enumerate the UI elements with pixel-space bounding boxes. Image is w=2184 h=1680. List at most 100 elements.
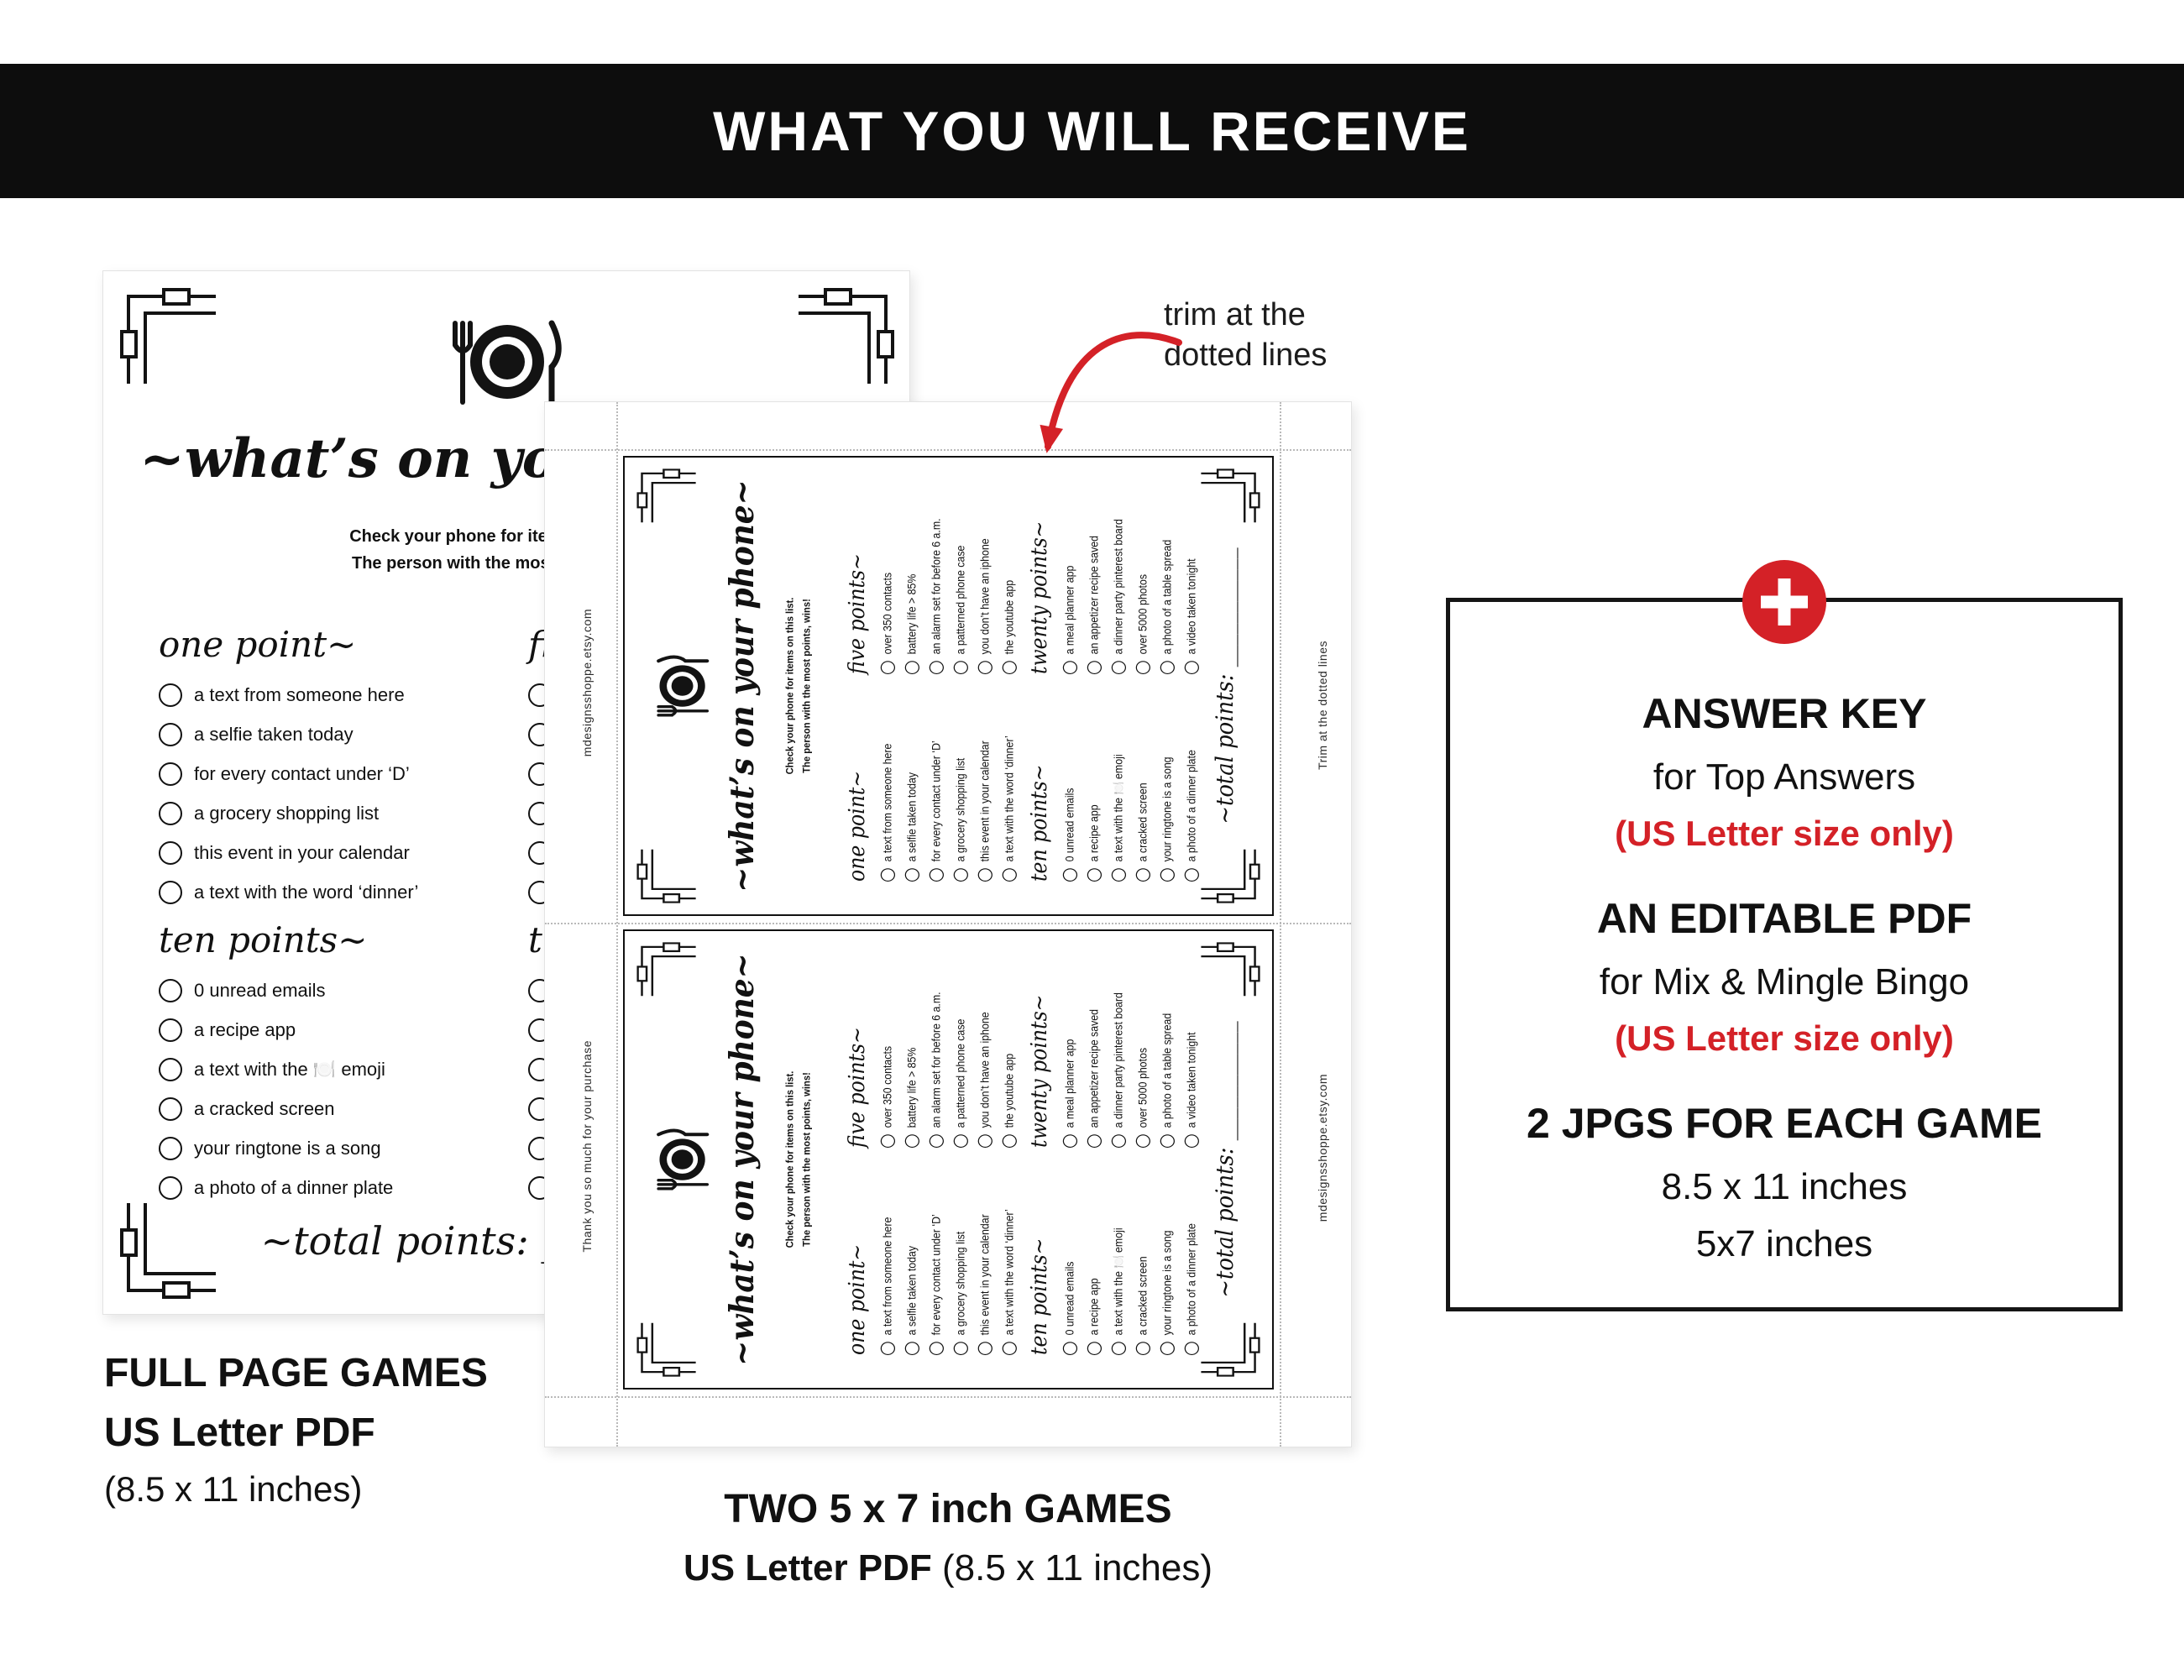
two-up-caption: TWO 5 x 7 inch GAMES US Letter PDF (8.5 … xyxy=(544,1486,1352,1589)
checklist-item: a text with the word ‘dinner’ xyxy=(159,881,516,904)
full-page-caption-line3: (8.5 x 11 inches) xyxy=(104,1469,363,1509)
thank-you-text: Thank you so much for your purchase xyxy=(580,1040,594,1253)
checklist-item: a selfie taken today xyxy=(159,723,516,746)
checkbox-circle-icon xyxy=(1087,1342,1102,1355)
game-instructions: Check your phone for items on this list.… xyxy=(782,933,814,1386)
checklist-item-label: 0 unread emails xyxy=(194,980,326,1001)
checklist-item: your ringtone is a song xyxy=(1160,681,1175,882)
checklist-item: you don’t have an iphone xyxy=(977,947,992,1148)
checklist-item: an appetizer recipe saved xyxy=(1087,947,1102,1148)
checkbox-circle-icon xyxy=(880,661,896,674)
checkbox-circle-icon xyxy=(1135,1134,1150,1148)
checklist-item-label: this event in your calendar xyxy=(194,842,410,863)
section-ten-points: ten points~ 0 unread emails a recipe app… xyxy=(1026,1154,1209,1355)
five-by-seven-game-card: ~what’s on your phone~ Check your phone … xyxy=(616,923,1281,1396)
checkbox-circle-icon xyxy=(929,661,944,674)
checklist-item-label: a text with the 🍽️ emoji xyxy=(1112,754,1125,862)
two-up-games-mockup: mdesignsshoppe.etsy.com Thank you so muc… xyxy=(544,401,1352,1447)
game-instructions-line1: Check your phone for items on this list. xyxy=(784,597,796,775)
place-setting-corner-ornament-icon xyxy=(636,848,698,903)
two-up-caption-line2-rest: (8.5 x 11 inches) xyxy=(931,1547,1213,1588)
game-title: ~what’s on your phone~ xyxy=(722,953,762,1366)
checkbox-circle-icon xyxy=(1184,868,1199,882)
answer-key-size-note: (US Letter size only) xyxy=(1615,814,1954,853)
checklist-item: a photo of a table spread xyxy=(1160,474,1175,674)
checklist-item-label: an appetizer recipe saved xyxy=(1087,1008,1101,1128)
checkbox-circle-icon xyxy=(1111,1342,1127,1355)
checklist-item: for every contact under ‘D’ xyxy=(929,681,944,882)
checklist-item: a photo of a dinner plate xyxy=(1184,681,1199,882)
checkbox-circle-icon xyxy=(1160,1342,1175,1355)
checkbox-circle-icon xyxy=(977,661,992,674)
trim-line xyxy=(616,402,618,1447)
checkbox-circle-icon xyxy=(977,1342,992,1355)
checklist-item-label: you don’t have an iphone xyxy=(978,1012,992,1128)
checkbox-circle-icon xyxy=(1160,1134,1175,1148)
trim-line xyxy=(545,923,1351,924)
checklist-item: a recipe app xyxy=(159,1018,516,1042)
trim-line xyxy=(545,449,1351,451)
trim-annotation-line1: trim at the xyxy=(1164,297,1306,332)
checklist-item: your ringtone is a song xyxy=(1160,1154,1175,1355)
checklist-item: over 350 contacts xyxy=(880,474,896,674)
total-points-label: ~total points: ___________ xyxy=(1210,1021,1239,1298)
checklist-item: a text with the 🍽️ emoji xyxy=(1111,681,1127,882)
checklist-item: a photo of a table spread xyxy=(1160,947,1175,1148)
checklist-item: over 5000 photos xyxy=(1135,474,1150,674)
checkbox-circle-icon xyxy=(880,1134,896,1148)
checklist-item-label: a dinner party pinterest board xyxy=(1112,992,1125,1128)
checkbox-circle-icon xyxy=(159,1176,182,1200)
checklist-item-label: a patterned phone case xyxy=(954,1018,967,1128)
checklist-item: for every contact under ‘D’ xyxy=(929,1154,944,1355)
checklist: a meal planner app an appetizer recipe s… xyxy=(1062,474,1199,674)
checklist-item-label: for every contact under ‘D’ xyxy=(194,763,410,784)
checklist-item: a text with the 🍽️ emoji xyxy=(1111,1154,1127,1355)
checkbox-circle-icon xyxy=(1002,661,1017,674)
section-ten-points: ten points~ 0 unread emails a recipe app… xyxy=(159,919,516,1216)
checklist-item-label: a text with the word ‘dinner’ xyxy=(1003,735,1016,862)
checklist-item-label: a photo of a dinner plate xyxy=(1185,1223,1198,1336)
checkbox-circle-icon xyxy=(1087,868,1102,882)
section-heading: five points~ xyxy=(843,553,870,674)
checklist-item: you don’t have an iphone xyxy=(977,474,992,674)
checklist-item: 0 unread emails xyxy=(1062,681,1078,882)
section-twenty-points: twenty points~ a meal planner app an app… xyxy=(1026,474,1209,674)
editable-pdf-subtext: for Mix & Mingle Bingo xyxy=(1599,961,1970,1002)
checkbox-circle-icon xyxy=(929,1134,944,1148)
checkbox-circle-icon xyxy=(159,683,182,707)
section-five-points: five points~ over 350 contacts battery l… xyxy=(844,947,1027,1148)
checklist-item-label: battery life > 85% xyxy=(905,573,919,655)
section-twenty-points: twenty points~ a meal planner app an app… xyxy=(1026,947,1209,1148)
full-page-caption: FULL PAGE GAMES US Letter PDF (8.5 x 11 … xyxy=(104,1350,488,1510)
checklist-item-label: a selfie taken today xyxy=(905,772,919,862)
place-setting-corner-ornament-icon xyxy=(1199,1321,1260,1377)
checklist-item: 0 unread emails xyxy=(159,979,516,1002)
checklist-item: an alarm set for before 6 a.m. xyxy=(929,947,944,1148)
checklist: 0 unread emails a recipe app a text with… xyxy=(1062,1154,1199,1355)
checkbox-circle-icon xyxy=(977,868,992,882)
trim-annotation: trim at the dotted lines xyxy=(1164,296,1327,375)
checklist-item-label: a patterned phone case xyxy=(954,545,967,655)
receive-details-box: ANSWER KEY for Top Answers (US Letter si… xyxy=(1446,560,2123,1311)
game-instructions-line2: The person with the most points, wins! xyxy=(800,599,813,773)
answer-key-heading: ANSWER KEY xyxy=(1642,690,1927,737)
place-setting-corner-ornament-icon xyxy=(795,288,894,387)
full-page-caption-line1: FULL PAGE GAMES xyxy=(104,1351,488,1395)
trim-line xyxy=(545,1396,1351,1398)
checklist-item: a cracked screen xyxy=(159,1097,516,1121)
checklist-item: a selfie taken today xyxy=(904,681,919,882)
editable-pdf-heading: AN EDITABLE PDF xyxy=(1596,895,1972,942)
checklist-item-label: over 5000 photos xyxy=(1136,573,1150,655)
checkbox-circle-icon xyxy=(1184,1342,1199,1355)
checkbox-circle-icon xyxy=(1111,661,1127,674)
section-ten-points: ten points~ 0 unread emails a recipe app… xyxy=(1026,681,1209,882)
checklist-item-label: the youtube app xyxy=(1003,1053,1016,1128)
checklist-item-label: a video taken tonight xyxy=(1185,558,1198,655)
section-heading: one point~ xyxy=(843,1243,870,1355)
checklist-item-label: an alarm set for before 6 a.m. xyxy=(930,518,943,655)
checkbox-circle-icon xyxy=(159,723,182,746)
checklist-item-label: an appetizer recipe saved xyxy=(1087,535,1101,655)
checkbox-circle-icon xyxy=(159,1018,182,1042)
checkbox-circle-icon xyxy=(953,1342,968,1355)
checklist-item-label: a text from someone here xyxy=(881,743,894,862)
